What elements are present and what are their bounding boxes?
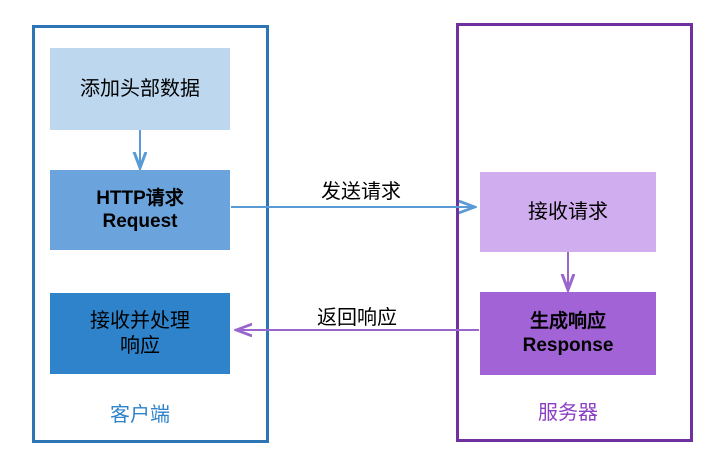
edge-label-send-request: 发送请求: [321, 181, 401, 203]
edge-label-return-response: 返回响应: [317, 307, 397, 329]
node-receive-request-label: 接收请求: [528, 200, 608, 223]
node-http-request[interactable]: HTTP请求 Request: [50, 170, 230, 250]
node-http-request-label-line2: Request: [102, 211, 178, 232]
node-receive-and-process-response[interactable]: 接收并处理 响应: [50, 293, 230, 374]
node-add-header-label: 添加头部数据: [80, 77, 200, 100]
server-zone-caption: 服务器: [538, 402, 598, 424]
node-generate-response-label-line1: 生成响应: [529, 311, 606, 333]
node-generate-response[interactable]: 生成响应 Response: [480, 292, 656, 375]
client-zone-caption: 客户端: [110, 404, 170, 426]
node-http-request-label-line1: HTTP请求: [96, 187, 184, 209]
node-add-header-data[interactable]: 添加头部数据: [50, 48, 230, 130]
node-generate-response-label-line2: Response: [522, 334, 614, 356]
node-receive-process-label-line2: 响应: [120, 334, 160, 357]
node-receive-request[interactable]: 接收请求: [480, 172, 656, 252]
node-receive-process-label-line1: 接收并处理: [90, 310, 190, 333]
